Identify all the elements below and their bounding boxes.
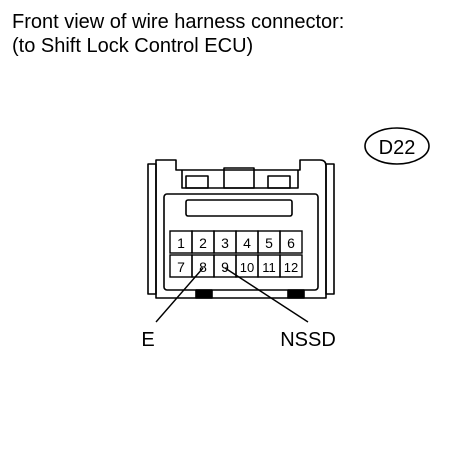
callout-leaders: [155, 267, 309, 323]
connector-housing: [147, 159, 335, 299]
pin-cell-6: [279, 230, 303, 254]
pin-label: 10: [240, 260, 254, 275]
connector-id-badge: D22: [364, 127, 430, 165]
terminal-grid: 1 2 3 4 5 6 7 8 9 10 11 12: [169, 230, 303, 278]
connector-id-oval: [364, 127, 430, 165]
housing-inner-slot: [185, 199, 293, 217]
latch-center-tab: [223, 167, 255, 189]
pin-label: 12: [284, 260, 298, 275]
pin-label: 6: [287, 235, 295, 251]
pin-label: 4: [243, 235, 251, 251]
pin-label: 3: [221, 235, 229, 251]
callout-label-e: E: [141, 329, 154, 351]
housing-inner-frame: [163, 193, 319, 291]
housing-right-rail: [325, 163, 335, 295]
connector-id-label: D22: [379, 137, 416, 159]
latch-right-tab: [267, 175, 291, 189]
callout-label-nssd: NSSD: [280, 329, 336, 351]
pin-label: 2: [199, 235, 207, 251]
pin-label: 7: [177, 259, 185, 275]
pin-label: 8: [199, 259, 207, 275]
leader-line-nssd: [224, 267, 309, 323]
pin-label: 11: [262, 260, 276, 275]
title-line-1: Front view of wire harness connector:: [12, 11, 345, 33]
housing-left-rail: [147, 163, 157, 295]
pin-label: 5: [265, 235, 273, 251]
pin-label: 1: [177, 235, 185, 251]
pin-cell-12: [279, 254, 303, 278]
diagram-title: Front view of wire harness connector: (t…: [12, 10, 344, 58]
pin-label: 9: [221, 259, 229, 275]
housing-right-foot: [287, 289, 305, 299]
leader-line-e: [155, 267, 204, 323]
title-line-2: (to Shift Lock Control ECU): [12, 35, 254, 57]
latch-left-tab: [185, 175, 209, 189]
housing-left-foot: [195, 289, 213, 299]
housing-top-latch: [181, 170, 299, 189]
